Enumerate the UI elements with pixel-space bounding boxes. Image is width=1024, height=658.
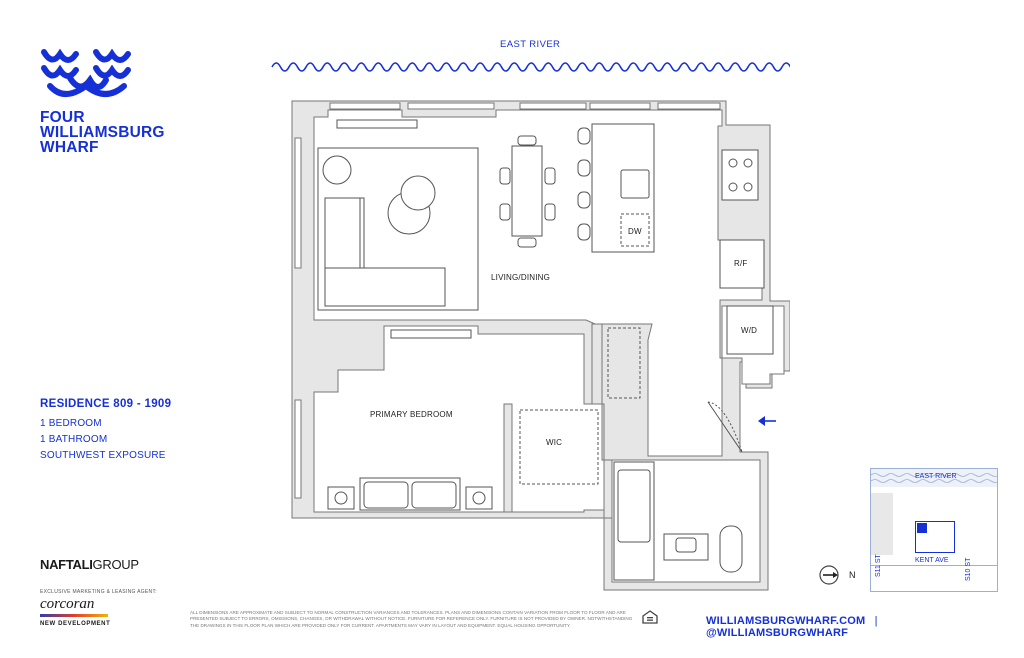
key-map-river-waves-icon xyxy=(871,469,997,487)
developer-bold: NAFTALI xyxy=(40,557,93,572)
developer-logo: NAFTALIGROUP xyxy=(40,557,139,572)
living-furniture xyxy=(317,119,479,311)
brand-line-1: FOUR xyxy=(40,109,85,126)
closets xyxy=(519,327,641,485)
agent-color-bar xyxy=(40,614,108,617)
key-map-road xyxy=(871,565,997,566)
brand-name: FOUR WILLIAMSBURG WHARF xyxy=(40,109,165,156)
label-refrigerator: R/F xyxy=(734,259,748,268)
key-map-unit-marker xyxy=(917,523,927,533)
equal-housing-icon xyxy=(642,610,658,624)
label-dishwasher: DW xyxy=(628,227,642,236)
dining-set xyxy=(499,135,556,248)
footer-separator: | xyxy=(874,615,878,627)
compass-icon xyxy=(819,565,839,585)
label-wic: WIC xyxy=(546,438,562,447)
key-map-street-s10: S10 ST xyxy=(965,557,972,581)
key-map-neighbor-block xyxy=(871,493,893,555)
entry-door xyxy=(707,401,743,453)
kitchen-island xyxy=(577,123,655,253)
brand-line-3: WHARF xyxy=(40,139,99,156)
appliances xyxy=(719,239,774,355)
label-washer-dryer: W/D xyxy=(741,326,757,335)
brand-logo-icon xyxy=(41,48,131,97)
residence-exposure: SOUTHWEST EXPOSURE xyxy=(40,450,166,461)
bath-fixtures xyxy=(613,461,743,581)
floor-plan: LIVING/DINING PRIMARY BEDROOM WIC DW R/F… xyxy=(291,100,790,591)
social-handle-link[interactable]: @WILLIAMSBURGWHARF xyxy=(706,627,849,639)
legal-disclaimer: ALL DIMENSIONS ARE APPROXIMATE AND SUBJE… xyxy=(190,610,633,628)
key-map-street: KENT AVE xyxy=(915,557,949,564)
label-bedroom: PRIMARY BEDROOM xyxy=(370,410,453,419)
river-label: EAST RIVER xyxy=(500,39,561,50)
river-waves-icon xyxy=(271,62,790,72)
label-living: LIVING/DINING xyxy=(491,273,550,282)
agent-division: NEW DEVELOPMENT xyxy=(40,621,111,627)
website-link[interactable]: WILLIAMSBURGWHARF.COM xyxy=(706,615,866,627)
stove-icon xyxy=(721,149,759,201)
bedroom-furniture xyxy=(327,329,493,511)
key-map-river-label: EAST RIVER xyxy=(915,473,957,480)
residence-bathrooms: 1 BATHROOM xyxy=(40,434,108,445)
key-map-building xyxy=(915,521,955,553)
footer-links: WILLIAMSBURGWHARF.COM | @WILLIAMSBURGWHA… xyxy=(706,615,1024,639)
residence-bedrooms: 1 BEDROOM xyxy=(40,418,102,429)
entry-arrow-icon xyxy=(758,416,776,426)
key-map: EAST RIVER KENT AVE S11 ST S10 ST xyxy=(870,468,998,592)
agent-label: EXCLUSIVE MARKETING & LEASING AGENT: xyxy=(40,589,157,595)
developer-regular: GROUP xyxy=(92,557,139,572)
brand-line-2: WILLIAMSBURG xyxy=(40,124,165,141)
residence-title: RESIDENCE 809 - 1909 xyxy=(40,398,172,410)
windows xyxy=(294,102,721,499)
compass-label: N xyxy=(849,570,856,580)
agent-logo: corcoran xyxy=(40,596,95,612)
key-map-street-s11: S11 ST xyxy=(875,554,882,577)
